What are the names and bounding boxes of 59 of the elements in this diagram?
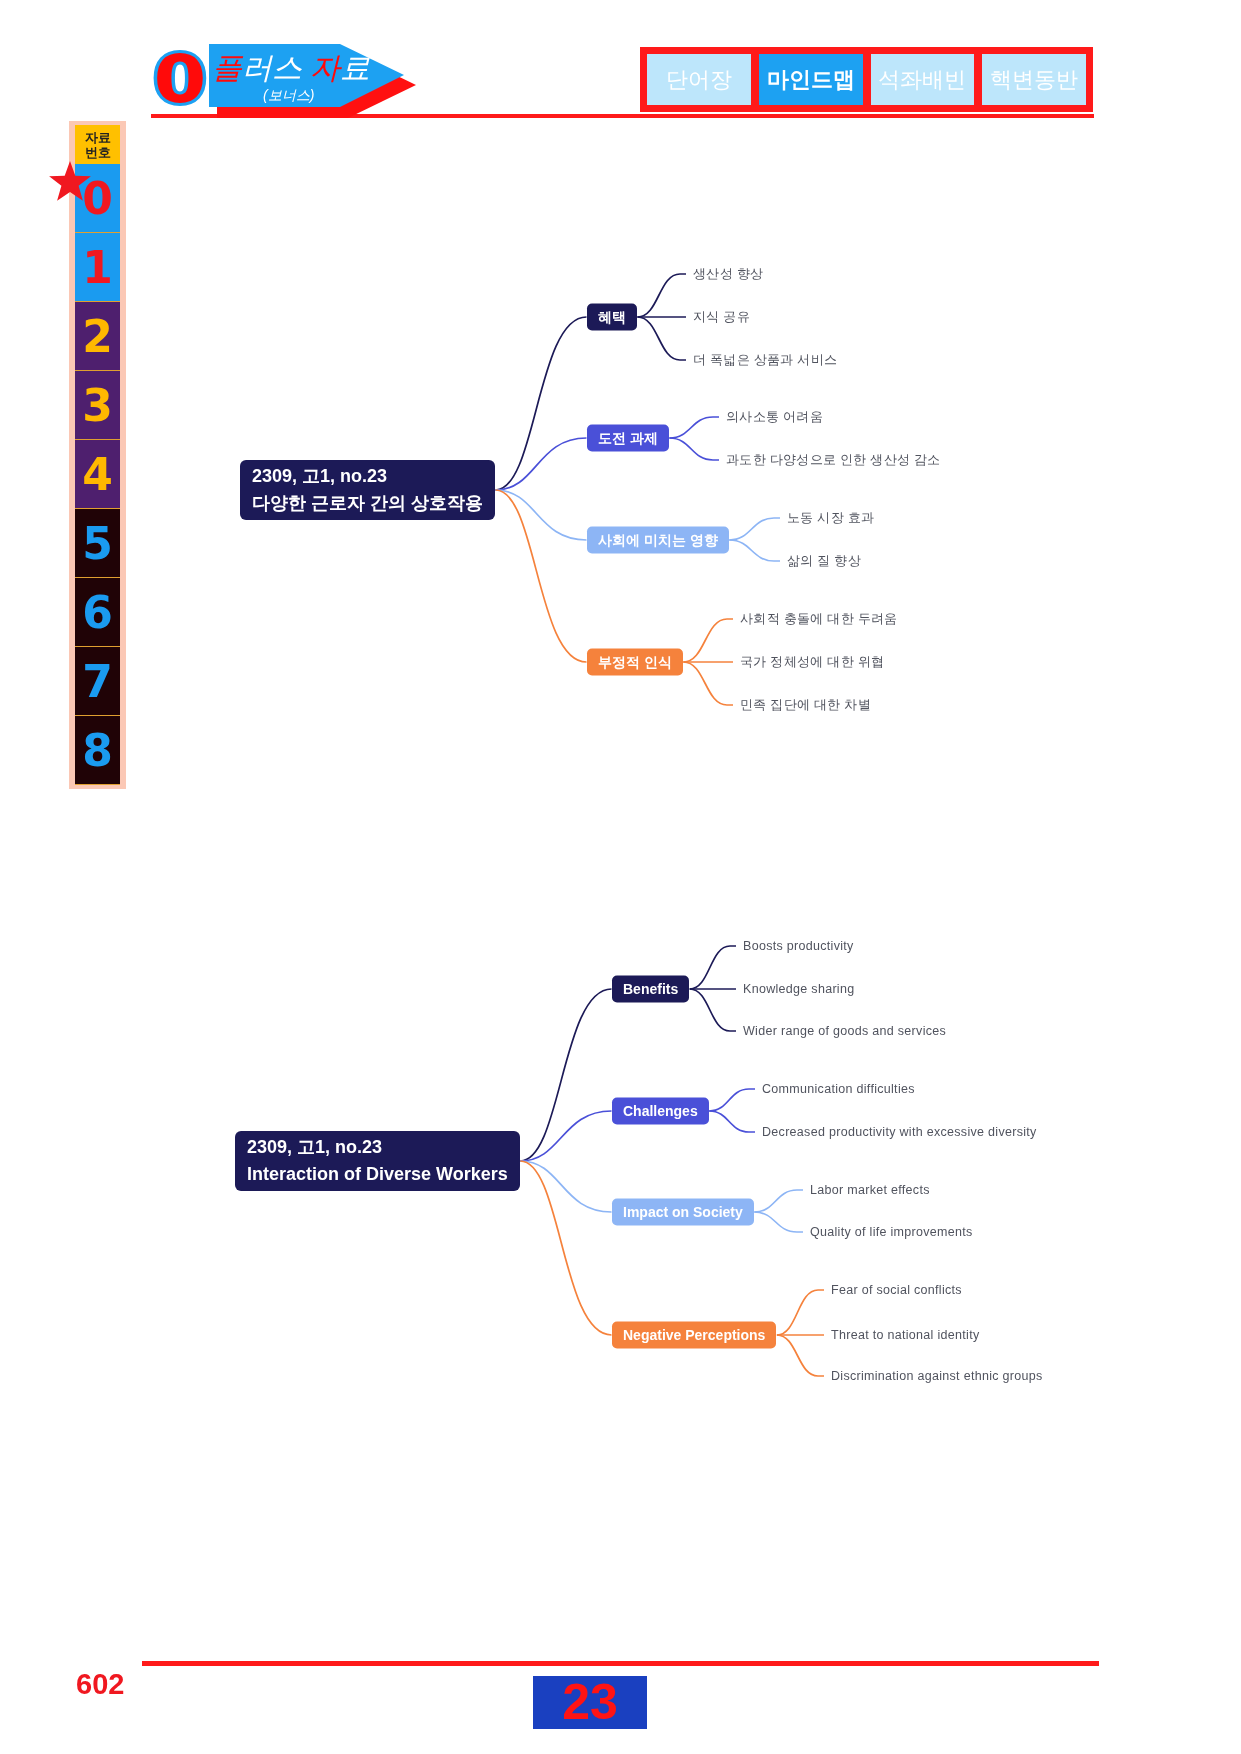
banner-title: 플러스 자료 <box>212 51 371 85</box>
connector <box>494 489 588 663</box>
leaf-label: 민족 집단에 대한 차별 <box>740 697 872 713</box>
connector <box>728 539 781 562</box>
leaf-label: 국가 정체성에 대한 위협 <box>740 654 885 670</box>
sidebar-heading: 자료 번호 <box>75 125 120 164</box>
leaf-label: Wider range of goods and services <box>743 1023 947 1039</box>
number-tag: 23 <box>533 1676 647 1729</box>
leaf-label: 삶의 질 향상 <box>787 553 862 569</box>
leaf-label: Discrimination against ethnic groups <box>831 1368 1043 1384</box>
connector <box>753 1211 804 1233</box>
connector <box>708 1110 756 1133</box>
number-tab: 2 <box>75 302 120 371</box>
leaf-label: Boosts productivity <box>743 938 854 954</box>
tab: 핵변동반 <box>982 54 1086 105</box>
number-tab: 6 <box>75 578 120 647</box>
leaf-label: Communication difficulties <box>762 1081 915 1097</box>
connector <box>668 437 720 461</box>
connector <box>688 988 737 1032</box>
topic-box: 2309, 고1, no.23 다양한 근로자 간의 상호작용 <box>240 460 495 520</box>
number-tab: 1 <box>75 233 120 302</box>
leaf-label: 의사소통 어려움 <box>726 409 823 425</box>
number-tab: 8 <box>75 716 120 785</box>
branch-box: 도전 과제 <box>587 424 669 452</box>
branch-box: Impact on Society <box>612 1198 754 1226</box>
leaf-label: Labor market effects <box>810 1182 930 1198</box>
branch-box: 부정적 인식 <box>587 648 683 676</box>
connector <box>682 661 734 706</box>
leaf-label: Threat to national identity <box>831 1327 980 1343</box>
number-tab: 5 <box>75 509 120 578</box>
leaf-label: 더 폭넓은 상품과 서비스 <box>693 352 838 368</box>
leaf-label: 과도한 다양성으로 인한 생산성 감소 <box>726 452 941 468</box>
tab: 단어장 <box>647 54 751 105</box>
connector <box>636 316 687 361</box>
tab: 마인드맵 <box>758 54 863 105</box>
topic-box: 2309, 고1, no.23 Interaction of Diverse Workers <box>235 1131 520 1191</box>
leaf-label: 사회적 충돌에 대한 두려움 <box>740 611 898 627</box>
connector <box>776 1334 825 1377</box>
leaf-label: Knowledge sharing <box>743 981 855 997</box>
leaf-label: 노동 시장 효과 <box>787 510 875 526</box>
banner-subtitle: (보너스) <box>263 87 315 103</box>
branch-box: Challenges <box>612 1097 709 1125</box>
leaf-label: 생산성 향상 <box>693 266 764 282</box>
branch-box: Negative Perceptions <box>612 1321 777 1349</box>
number-tab: 0 <box>75 164 120 233</box>
leaf-label: 지식 공유 <box>693 309 750 325</box>
tab: 석좌배빈 <box>870 54 975 105</box>
leaf-label: Decreased productivity with excessive diversity <box>762 1124 1037 1140</box>
connector <box>519 1160 613 1336</box>
leaf-label: Quality of life improvements <box>810 1224 973 1240</box>
page-number: 602 <box>76 1668 125 1700</box>
number-tab: 3 <box>75 371 120 440</box>
number-tab: 7 <box>75 647 120 716</box>
leaf-label: Fear of social conflicts <box>831 1282 962 1298</box>
branch-box: 혜택 <box>587 303 637 331</box>
branch-box: 사회에 미치는 영향 <box>587 526 729 554</box>
number-tab: 4 <box>75 440 120 509</box>
header-number: 0 <box>151 43 209 111</box>
branch-box: Benefits <box>612 975 690 1003</box>
